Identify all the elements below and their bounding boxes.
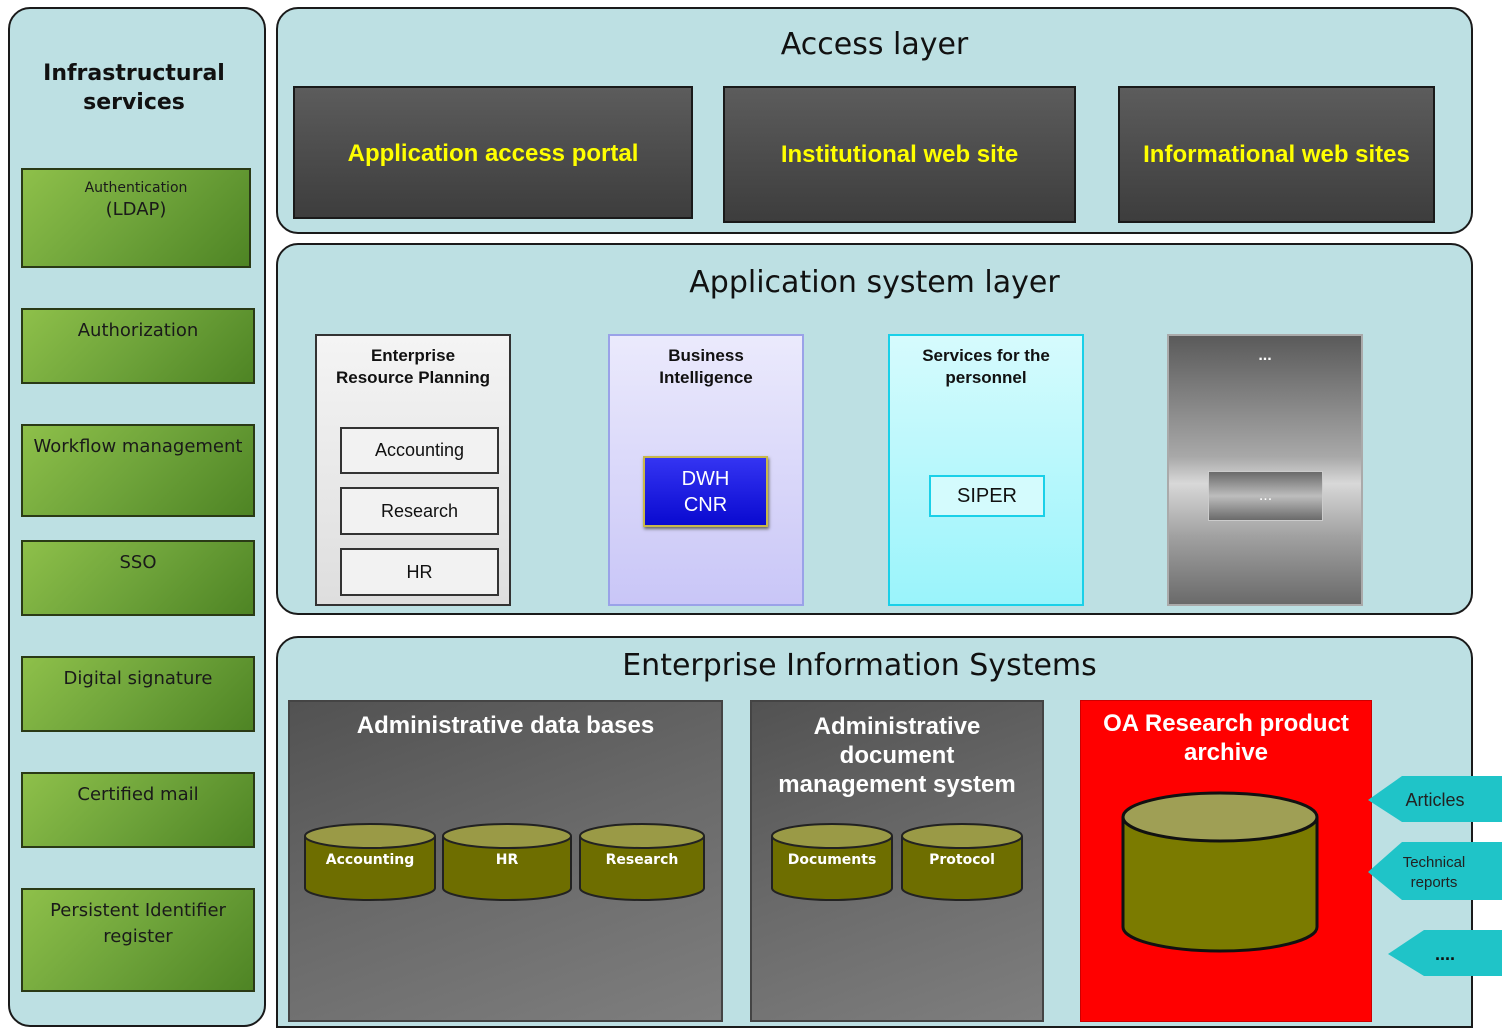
institutional-web-site-label: Institutional web site <box>780 140 1019 168</box>
oa-archive-title-line2: archive <box>1183 739 1269 766</box>
oa-archive-cylinder <box>1121 791 1319 953</box>
erp-research-box[interactable]: Research <box>340 487 499 535</box>
other-column-title: ... <box>1258 347 1272 364</box>
infra-digital-signature-box[interactable]: Digital signature <box>21 656 255 732</box>
cylinder-accounting <box>304 823 436 901</box>
siper-label: SIPER <box>956 484 1018 507</box>
dwh-label: DWH <box>681 468 730 490</box>
erp-column-title: Enterprise Resource Planning <box>317 336 509 389</box>
eis-panel: Enterprise Information Systems Administr… <box>276 636 1473 1028</box>
infra-sso-label: SSO <box>119 552 157 573</box>
cylinder-hr <box>442 823 572 901</box>
infra-pid-label-line2: register <box>103 926 173 947</box>
personnel-services-column[interactable]: Services for the personnel SIPER <box>888 334 1084 606</box>
infra-digital-signature-label: Digital signature <box>63 668 213 689</box>
other-application-column[interactable]: ... ... <box>1167 334 1363 606</box>
technical-label-line1: Technical <box>1402 854 1466 871</box>
infrastructure-panel: Infrastructural services Authentication … <box>8 7 266 1027</box>
oa-archive-title: OA Research product archive <box>1081 701 1371 767</box>
access-layer-title: Access layer <box>780 27 969 62</box>
application-access-portal-label: Application access portal <box>347 140 639 167</box>
cylinder-documents <box>771 823 893 901</box>
articles-label: Articles <box>1405 790 1465 810</box>
admin-document-cylinders <box>771 823 1023 901</box>
erp-title-line2: Resource Planning <box>336 368 490 387</box>
admin-document-title-line2: document <box>839 742 955 769</box>
infra-workflow-box[interactable]: Workflow management <box>21 424 255 517</box>
erp-research-label: Research <box>380 500 459 521</box>
dwh-cnr-box[interactable]: DWH CNR <box>643 456 768 527</box>
technical-label-line2: reports <box>1410 874 1458 891</box>
application-layer-panel: Application system layer Enterprise Reso… <box>276 243 1473 615</box>
erp-accounting-label: Accounting <box>374 440 465 460</box>
cylinder-research-label: Research <box>605 852 679 868</box>
informational-web-sites-box[interactable]: Informational web sites <box>1118 86 1435 223</box>
infra-sso-box[interactable]: SSO <box>21 540 255 616</box>
technical-reports-arrow[interactable] <box>1368 842 1502 900</box>
erp-accounting-box[interactable]: Accounting <box>340 427 499 474</box>
cylinder-documents-label: Documents <box>787 852 877 868</box>
oa-research-archive-box[interactable]: OA Research product archive <box>1080 700 1372 1022</box>
infra-authorization-box[interactable]: Authorization <box>21 308 255 384</box>
technical-reports-label: Technical reports <box>1394 853 1474 893</box>
application-access-portal-box[interactable]: Application access portal <box>293 86 693 219</box>
cylinder-protocol-label: Protocol <box>929 852 995 868</box>
cylinder-protocol <box>901 823 1023 901</box>
application-layer-title: Application system layer <box>689 265 1060 300</box>
infra-authentication-label: (LDAP) <box>105 199 167 220</box>
infra-authorization-label: Authorization <box>77 320 199 341</box>
more-inputs-label: .... <box>1434 944 1455 964</box>
other-inner-box[interactable]: ... <box>1208 471 1323 521</box>
admin-databases-cylinders <box>304 823 705 901</box>
infrastructure-title-line1: Infrastructural <box>43 61 225 86</box>
input-arrows <box>1368 776 1502 976</box>
business-intelligence-column[interactable]: Business Intelligence DWH CNR <box>608 334 804 606</box>
cylinder-hr-label: HR <box>495 852 519 868</box>
personnel-title-line2: personnel <box>945 368 1027 387</box>
infra-authentication-box[interactable]: Authentication (LDAP) <box>21 168 251 268</box>
erp-title-line1: Enterprise <box>370 346 456 365</box>
infrastructure-title: Infrastructural services <box>10 59 258 117</box>
informational-web-sites-label: Informational web sites <box>1143 140 1410 168</box>
infra-pid-register-box[interactable]: Persistent Identifier register <box>21 888 255 992</box>
infra-certified-mail-box[interactable]: Certified mail <box>21 772 255 848</box>
personnel-title-line1: Services for the <box>922 346 1050 365</box>
institutional-web-site-box[interactable]: Institutional web site <box>723 86 1076 223</box>
eis-title: Enterprise Information Systems <box>622 648 1097 683</box>
admin-databases-box[interactable]: Administrative data bases Accounting HR … <box>288 700 723 1022</box>
infra-authentication-small-label: Authentication <box>84 180 188 196</box>
infra-workflow-label: Workflow management <box>33 436 243 457</box>
admin-document-title-line1: Administrative <box>813 713 981 740</box>
personnel-column-title: Services for the personnel <box>890 336 1082 389</box>
siper-box[interactable]: SIPER <box>929 475 1045 517</box>
other-inner-label: ... <box>1258 487 1273 504</box>
admin-document-title-line3: management system <box>778 771 1016 798</box>
articles-arrow[interactable] <box>1368 776 1502 822</box>
cnr-label: CNR <box>683 494 728 516</box>
admin-document-title: Administrative document management syste… <box>752 702 1042 799</box>
erp-column[interactable]: Enterprise Resource Planning Accounting … <box>315 334 511 606</box>
admin-databases-title: Administrative data bases <box>356 712 655 739</box>
oa-archive-title-line1: OA Research product <box>1103 710 1349 737</box>
bi-title-line2: Intelligence <box>659 368 753 387</box>
bi-column-title: Business Intelligence <box>610 336 802 389</box>
cylinder-accounting-label: Accounting <box>325 852 415 868</box>
cylinder-research <box>579 823 705 901</box>
infrastructure-title-line2: services <box>83 90 185 115</box>
admin-document-system-box[interactable]: Administrative document management syste… <box>750 700 1044 1022</box>
erp-hr-box[interactable]: HR <box>340 548 499 596</box>
infra-pid-label-line1: Persistent Identifier <box>50 900 226 921</box>
infra-certified-mail-label: Certified mail <box>77 784 199 805</box>
access-layer-panel: Access layer Application access portal I… <box>276 7 1473 234</box>
bi-title-line1: Business <box>668 346 744 365</box>
more-inputs-arrow[interactable] <box>1388 930 1502 976</box>
erp-hr-label: HR <box>406 561 433 582</box>
